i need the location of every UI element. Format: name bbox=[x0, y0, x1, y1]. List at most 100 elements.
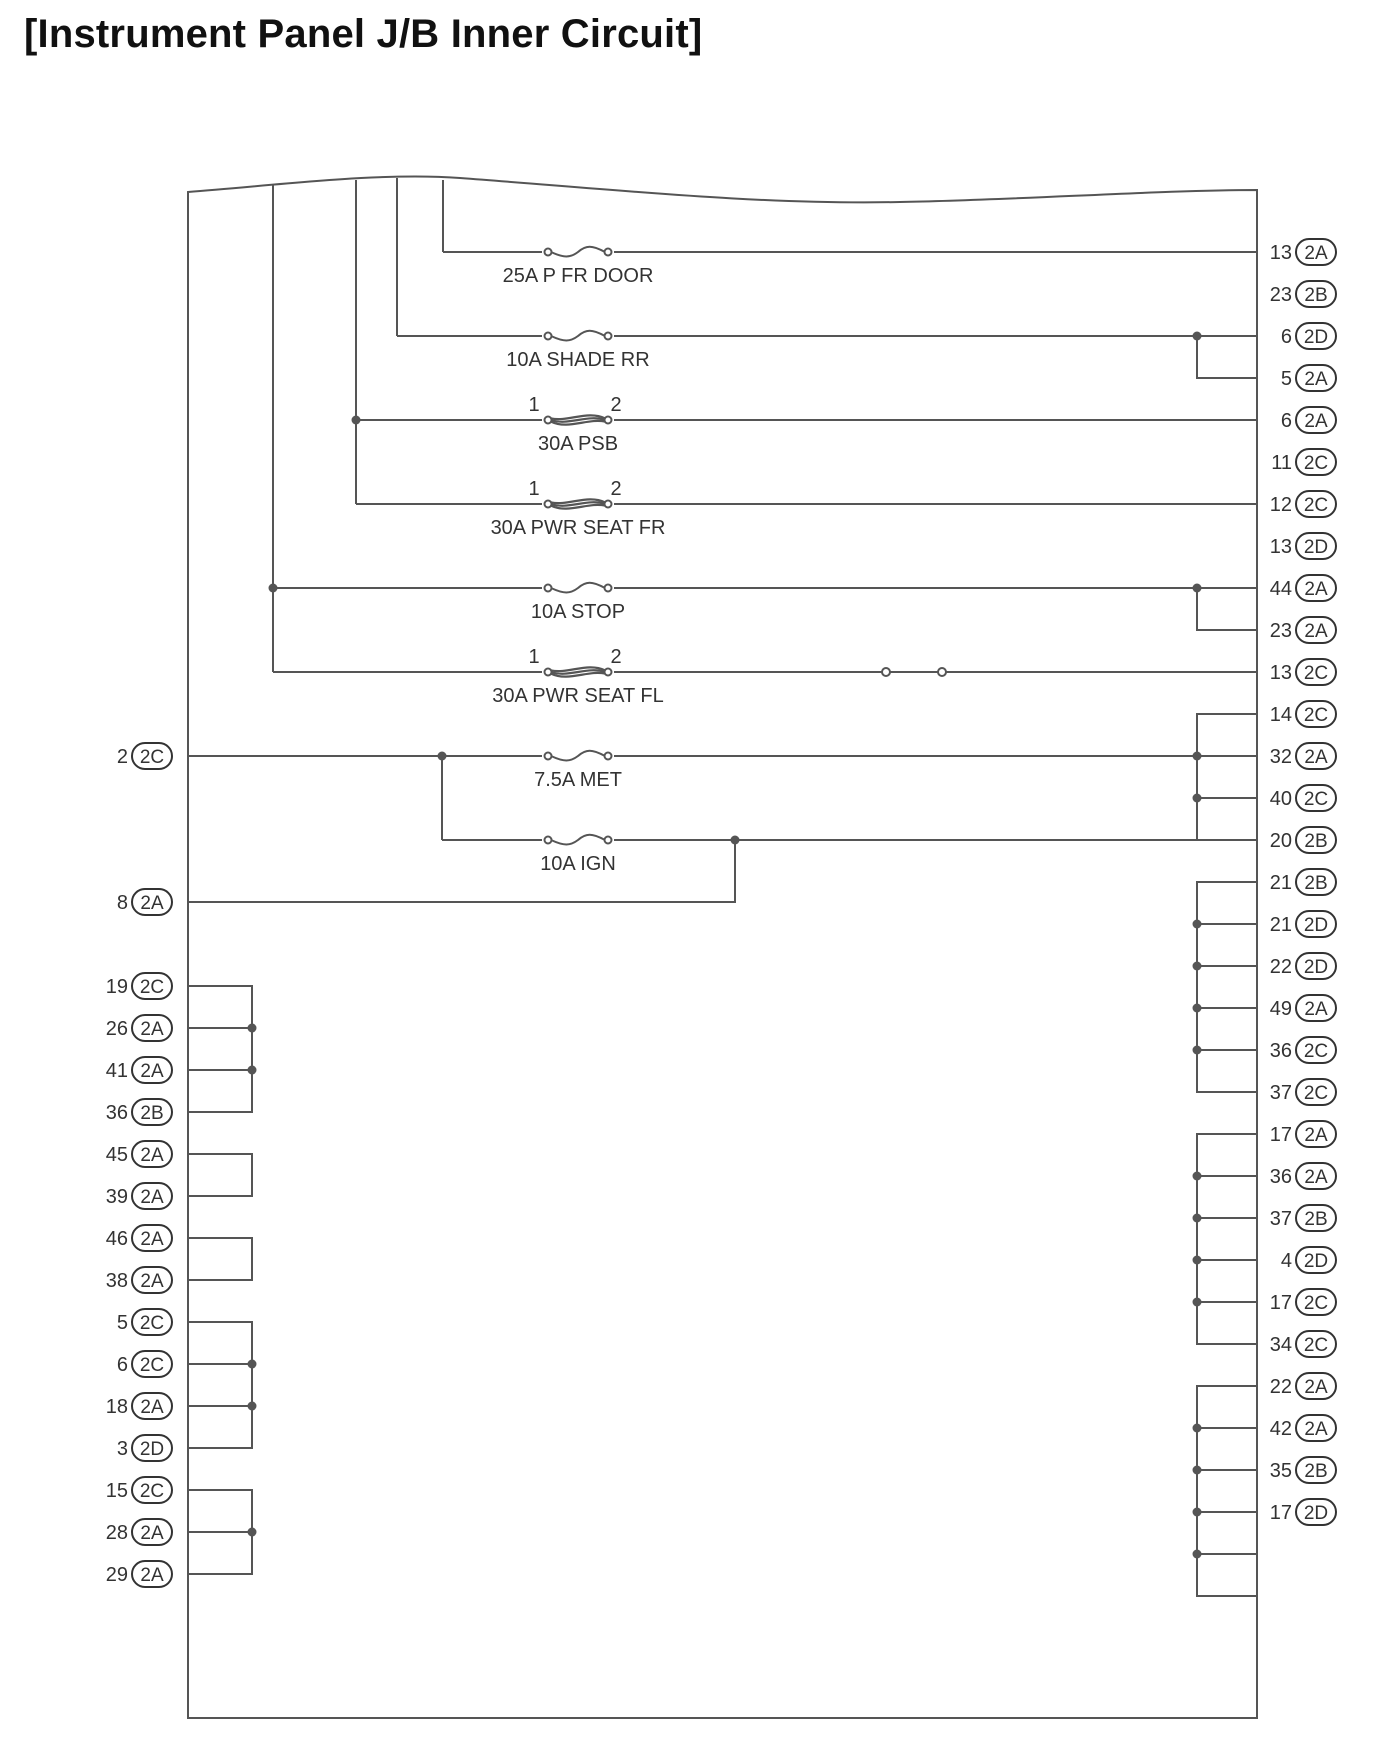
connector-tag bbox=[1295, 1288, 1337, 1316]
fuse-25a-p-fr-door: 25A P FR DOOR bbox=[503, 244, 653, 287]
pin-number: 28 bbox=[106, 1522, 128, 1544]
fuse-pin-2: 2 bbox=[610, 478, 621, 500]
connector-tag bbox=[1295, 700, 1337, 728]
wire-split bbox=[1196, 588, 1257, 631]
fusible-link-strand bbox=[550, 417, 606, 423]
contact-point bbox=[937, 667, 947, 677]
pin-number: 23 bbox=[1270, 620, 1292, 642]
connector-id: 2D bbox=[140, 1439, 164, 1460]
pin-number: 19 bbox=[106, 976, 128, 998]
connector-id: 2A bbox=[140, 1397, 164, 1418]
terminal-28-2a: 2A 28 bbox=[106, 1518, 173, 1546]
wire-bus bbox=[1196, 713, 1257, 841]
connector-tag bbox=[1295, 826, 1337, 854]
connector-id: 2A bbox=[1304, 1167, 1328, 1188]
connector-id: 2B bbox=[1304, 1461, 1327, 1482]
junction-dot bbox=[1192, 1423, 1202, 1433]
connector-tag bbox=[1295, 616, 1337, 644]
connector-id: 2C bbox=[1304, 1041, 1328, 1062]
pin-number: 32 bbox=[1270, 746, 1292, 768]
fusible-link-strand bbox=[550, 501, 606, 507]
wire-split bbox=[1196, 336, 1257, 379]
pin-number: 4 bbox=[1281, 1250, 1292, 1272]
wire-bus bbox=[188, 985, 253, 1113]
pin-number: 22 bbox=[1270, 1376, 1292, 1398]
fuse-terminal bbox=[543, 415, 553, 425]
junction-dot bbox=[1192, 1255, 1202, 1265]
pin-number: 35 bbox=[1270, 1460, 1292, 1482]
pin-number: 3 bbox=[117, 1438, 128, 1460]
pin-number: 26 bbox=[106, 1018, 128, 1040]
terminal-layer: 2A132B232D62A52A62C112C122D132A442A232C1… bbox=[106, 238, 1337, 1588]
pin-number: 14 bbox=[1270, 704, 1292, 726]
junction-dot bbox=[1192, 1507, 1202, 1517]
connector-tag bbox=[131, 1560, 173, 1588]
fuse-element bbox=[550, 245, 606, 258]
junction-dot bbox=[1192, 1465, 1202, 1475]
junction-dot bbox=[1192, 793, 1202, 803]
connector-tag bbox=[1295, 952, 1337, 980]
terminal-49-2a: 2A 49 bbox=[1270, 994, 1337, 1022]
connector-id: 2A bbox=[1304, 369, 1328, 390]
fuse-pin-2: 2 bbox=[610, 394, 621, 416]
pin-number: 13 bbox=[1270, 536, 1292, 558]
junction-dot bbox=[1192, 751, 1202, 761]
pin-number: 11 bbox=[1271, 452, 1292, 474]
connector-tag bbox=[131, 1308, 173, 1336]
connector-tag bbox=[1295, 784, 1337, 812]
connector-id: 2A bbox=[140, 1523, 164, 1544]
connector-id: 2A bbox=[1304, 579, 1328, 600]
pin-number: 39 bbox=[106, 1186, 128, 1208]
fuse-10a-shade-rr: 10A SHADE RR bbox=[506, 328, 650, 371]
fuse-terminal bbox=[543, 499, 553, 509]
pin-number: 23 bbox=[1270, 284, 1292, 306]
connector-tag bbox=[131, 1182, 173, 1210]
fuse-terminal bbox=[603, 583, 613, 593]
fusible-link-strand bbox=[550, 503, 606, 510]
connector-id: 2C bbox=[140, 977, 164, 998]
pin-number: 8 bbox=[117, 892, 128, 914]
pin-number: 17 bbox=[1270, 1292, 1292, 1314]
connector-id: 2C bbox=[1304, 1293, 1328, 1314]
pin-number: 15 bbox=[106, 1480, 128, 1502]
pin-number: 41 bbox=[106, 1060, 128, 1082]
pin-number: 49 bbox=[1270, 998, 1292, 1020]
fuse-label: 10A SHADE RR bbox=[506, 349, 649, 371]
connector-id: 2C bbox=[1304, 453, 1328, 474]
pin-number: 2 bbox=[117, 746, 128, 768]
pin-number: 5 bbox=[1281, 368, 1292, 390]
pin-number: 21 bbox=[1270, 872, 1292, 894]
junction-layer bbox=[247, 331, 1202, 1559]
connector-id: 2C bbox=[1304, 663, 1328, 684]
connector-tag bbox=[131, 1518, 173, 1546]
connector-tag bbox=[1295, 1456, 1337, 1484]
connector-tag bbox=[1295, 1204, 1337, 1232]
page-title: [Instrument Panel J/B Inner Circuit] bbox=[24, 12, 703, 56]
pin-number: 46 bbox=[106, 1228, 128, 1250]
fuse-label: 30A PSB bbox=[538, 433, 618, 455]
connector-id: 2A bbox=[1304, 1125, 1328, 1146]
connector-id: 2A bbox=[1304, 999, 1328, 1020]
connector-id: 2A bbox=[1304, 1419, 1328, 1440]
fuse-label: 30A PWR SEAT FL bbox=[492, 685, 664, 707]
pin-number: 37 bbox=[1270, 1082, 1292, 1104]
connector-id: 2A bbox=[1304, 747, 1328, 768]
connector-id: 2C bbox=[1304, 495, 1328, 516]
pin-number: 17 bbox=[1270, 1124, 1292, 1146]
pin-number: 29 bbox=[106, 1564, 128, 1586]
junction-dot bbox=[1192, 919, 1202, 929]
connector-id: 2A bbox=[1304, 1377, 1328, 1398]
fuse-element bbox=[550, 749, 606, 762]
wire-bus bbox=[1196, 1385, 1257, 1597]
pin-number: 17 bbox=[1270, 1502, 1292, 1524]
